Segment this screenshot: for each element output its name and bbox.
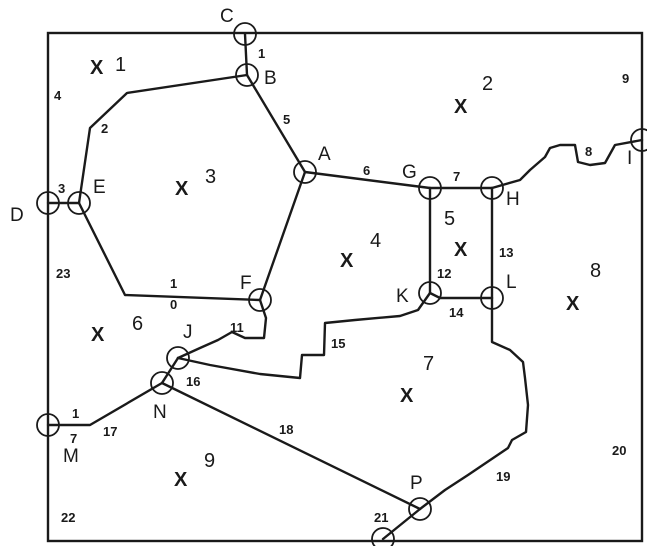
node-label-d: D (10, 205, 24, 226)
face-label-6: 6 (132, 313, 143, 335)
edge-j-n (160, 356, 180, 385)
node-f (248, 288, 272, 312)
node-e (67, 191, 91, 215)
node-label-g: G (402, 162, 417, 183)
edge-l-p (418, 296, 530, 511)
node-label-k: K (396, 286, 409, 307)
arc-label-18: 18 (279, 422, 293, 437)
arc-label-9: 9 (622, 71, 629, 86)
arc-label-1-ef: 1 (170, 276, 177, 291)
node-label-c: C (220, 6, 234, 27)
node-p (408, 497, 432, 521)
arc-label-7-gh: 7 (453, 169, 460, 184)
node-h (480, 176, 504, 200)
edge-b-a (245, 73, 307, 174)
arc-label-1-m: 1 (72, 406, 79, 421)
edge-e-f (77, 201, 262, 302)
node-label-b: B (264, 68, 277, 89)
node-c (233, 22, 257, 46)
arc-label-16: 16 (186, 374, 200, 389)
node-label-p: P (410, 473, 423, 494)
arc-label-22: 22 (61, 510, 75, 525)
arc-label-23: 23 (56, 266, 70, 281)
edge-b-e (77, 73, 249, 205)
arc-label-14: 14 (449, 305, 464, 320)
edge-p-bottom (381, 507, 422, 541)
node-k (418, 281, 442, 305)
face-label-9: 9 (204, 450, 215, 472)
node-label-j: J (183, 322, 193, 343)
edge-a-f (258, 170, 307, 302)
node-label-m: M (63, 446, 79, 467)
node-label-h: H (506, 189, 520, 210)
node-i (630, 128, 647, 152)
face-label-5: 5 (444, 208, 455, 230)
arc-label-17: 17 (103, 424, 117, 439)
face-marker-6: X (91, 324, 105, 346)
edge-f-j (176, 298, 268, 360)
arc-label-3: 3 (58, 181, 65, 196)
arc-label-20: 20 (612, 443, 626, 458)
node-j (166, 346, 190, 370)
arc-label-12: 12 (437, 266, 451, 281)
arc-label-13: 13 (499, 245, 513, 260)
arc-label-19: 19 (496, 469, 510, 484)
arc-label-6: 6 (363, 163, 370, 178)
arc-label-21: 21 (374, 510, 388, 525)
face-label-2: 2 (482, 73, 493, 95)
arc-label-8: 8 (585, 144, 592, 159)
node-label-i: I (627, 148, 632, 169)
node-label-f: F (240, 273, 252, 294)
edge-a-g (303, 170, 432, 190)
arc-label-0: 0 (170, 297, 177, 312)
node-n (150, 371, 174, 395)
node-d (36, 191, 60, 215)
arc-label-15: 15 (331, 336, 345, 351)
node-label-a: A (318, 144, 331, 165)
node-g (418, 176, 442, 200)
arc-label-7-m: 7 (70, 431, 77, 446)
arc-label-2: 2 (101, 121, 108, 136)
face-marker-7: X (400, 385, 414, 407)
face-label-4: 4 (370, 230, 381, 252)
node-b (235, 63, 259, 87)
face-label-8: 8 (590, 260, 601, 282)
node-m (36, 413, 60, 437)
arc-label-11: 11 (230, 320, 244, 335)
edge-n-m (46, 381, 164, 427)
arc-label-5: 5 (283, 112, 290, 127)
node-a (293, 160, 317, 184)
node-bottom (371, 527, 395, 546)
face-marker-1: X (90, 57, 104, 79)
edge-n-p (160, 381, 422, 511)
edge-k-j (176, 291, 432, 380)
face-label-3: 3 (205, 166, 216, 188)
arc-label-4: 4 (54, 88, 62, 103)
map-border (46, 31, 644, 543)
face-label-7: 7 (423, 353, 434, 375)
face-marker-2: X (454, 96, 468, 118)
node-l (480, 286, 504, 310)
face-marker-3: X (175, 178, 189, 200)
edge-c-b (243, 32, 249, 77)
node-label-l: L (506, 272, 517, 293)
arc-label-1-cb: 1 (258, 46, 265, 61)
face-label-1: 1 (115, 54, 126, 76)
edge-h-i (490, 138, 644, 190)
node-label-e: E (93, 177, 106, 198)
face-marker-4: X (340, 250, 354, 272)
face-marker-5: X (454, 239, 468, 261)
face-marker-8: X (566, 293, 580, 315)
node-label-n: N (153, 402, 167, 423)
face-marker-9: X (174, 469, 188, 491)
